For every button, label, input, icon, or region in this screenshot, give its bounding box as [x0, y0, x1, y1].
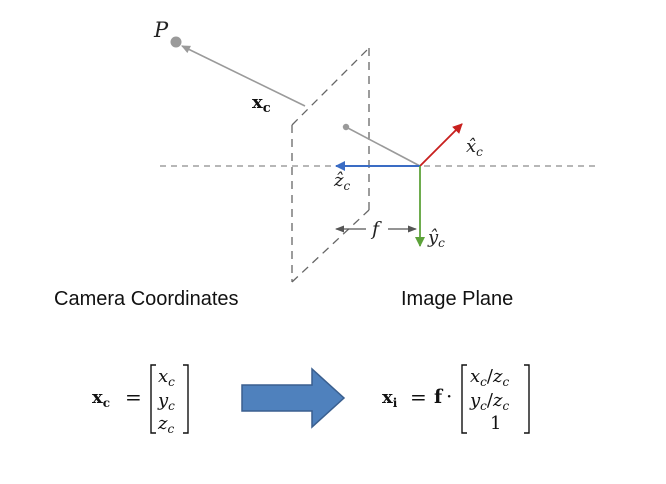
transform-arrow [241, 367, 346, 429]
equation-right: xi = f · xc/zc yc/zc 1 [382, 364, 530, 434]
vector-xc-label: xc [252, 92, 271, 116]
projected-point [342, 123, 350, 131]
eq-left-row-2: yc [157, 390, 175, 413]
eq-right-dot: · [446, 384, 452, 408]
image-plane [291, 47, 370, 283]
x-axis-label: x̂c [466, 136, 483, 159]
eq-right-row-1: xc/zc [470, 366, 509, 389]
bracket-left-open [150, 364, 156, 434]
eq-right-factor: f [434, 386, 444, 408]
eq-left-equals: = [125, 385, 142, 409]
ray-line [181, 45, 306, 107]
bracket-right-open [461, 364, 467, 434]
eq-left-row-1: xc [158, 366, 175, 389]
eq-right-equals: = [410, 385, 427, 409]
projected-ray-line [345, 126, 421, 167]
point-p-label: P [153, 18, 169, 42]
eq-right-lhs: xi [382, 387, 398, 410]
caption-camera-coordinates: Camera Coordinates [54, 288, 239, 310]
eq-right-row-3: 1 [490, 413, 501, 434]
z-axis-label: ẑc [333, 170, 350, 193]
caption-image-plane: Image Plane [401, 288, 513, 310]
bracket-right-close [524, 364, 530, 434]
eq-left-row-3: zc [157, 413, 174, 436]
y-axis-label: ŷc [427, 227, 445, 250]
eq-left-lhs: xc [92, 387, 110, 410]
equation-left: xc = xc yc zc [92, 364, 189, 436]
point-p [170, 36, 182, 48]
focal-length-label: f [370, 218, 382, 240]
x-axis-arrow [419, 123, 463, 167]
bracket-left-close [183, 364, 189, 434]
eq-right-row-2: yc/zc [469, 390, 509, 413]
